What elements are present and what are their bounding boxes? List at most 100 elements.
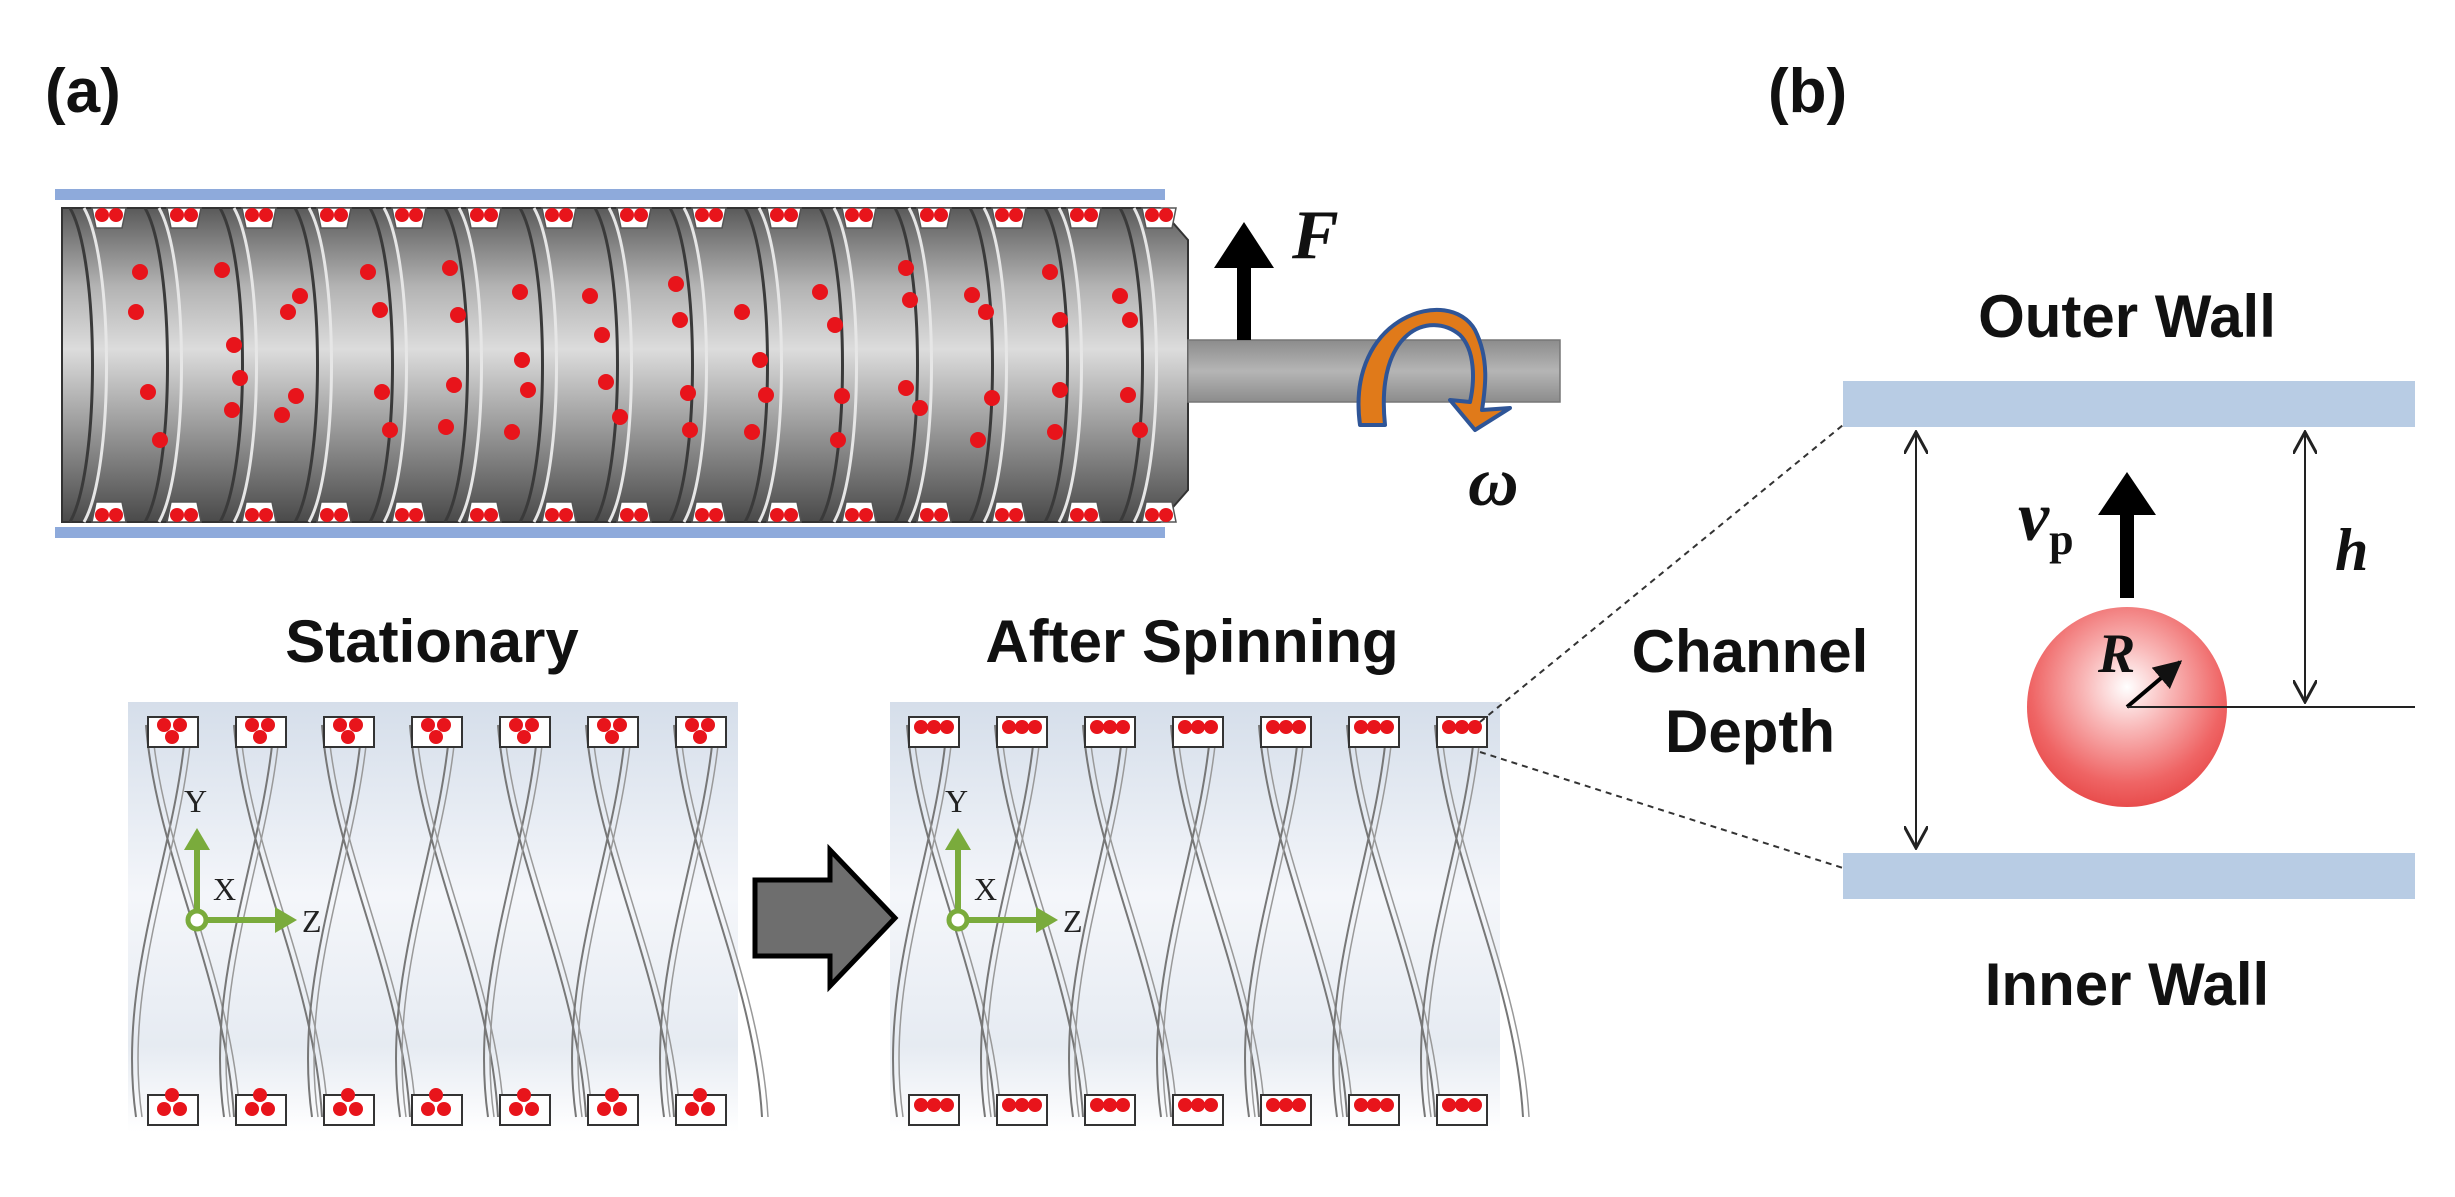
particle-dot <box>784 208 798 222</box>
coil-strand <box>570 724 627 1118</box>
coil-strand <box>497 724 587 1118</box>
coil-strand <box>489 724 545 1118</box>
particle-dot <box>421 718 435 732</box>
particle-dot <box>1380 1098 1394 1112</box>
particle-dot <box>1204 720 1218 734</box>
spiral-cylinder <box>61 207 1189 523</box>
particle-dot <box>978 304 994 320</box>
particle-dot <box>253 730 267 744</box>
thread-line <box>818 207 844 523</box>
particle-dot <box>173 718 187 732</box>
thread-line <box>593 207 619 523</box>
velocity-label: vp <box>2018 479 2074 564</box>
particle-dot <box>709 208 723 222</box>
particle-dot <box>170 208 184 222</box>
axes-spinning: Y X Z <box>945 783 1083 939</box>
panel-b-label: (b) <box>1768 57 1847 126</box>
particle-dot <box>232 370 248 386</box>
zoom-line-bottom <box>1479 751 1844 869</box>
coil-strand <box>665 724 721 1118</box>
particle-dot <box>259 508 273 522</box>
axis-x-label-2: X <box>974 871 997 907</box>
particle-dot <box>274 407 290 423</box>
particle-dot <box>1354 720 1368 734</box>
particle-dot <box>812 284 828 300</box>
particle-dot <box>545 508 559 522</box>
particle-dot <box>470 208 484 222</box>
particle-dot <box>1442 1098 1456 1112</box>
axis-y-label-2: Y <box>945 783 968 819</box>
coil-strand <box>1331 724 1388 1118</box>
coil-strand <box>891 724 948 1118</box>
coil-strand <box>1162 724 1218 1118</box>
particle-dot <box>1292 1098 1306 1112</box>
particle-dot <box>845 508 859 522</box>
particle-dot <box>970 432 986 448</box>
particle-dot <box>1367 1098 1381 1112</box>
particle-dot <box>934 508 948 522</box>
particle-dot <box>695 208 709 222</box>
thread-line <box>1118 207 1144 523</box>
coil-strand <box>503 724 593 1118</box>
axis-y-label: Y <box>184 783 207 819</box>
particle-dot <box>349 718 363 732</box>
particle-dot <box>940 720 954 734</box>
spinning-spring <box>891 716 1530 1126</box>
thread-highlight <box>82 207 108 523</box>
particle-dot <box>1052 312 1068 328</box>
panel-a-label: (a) <box>45 57 121 126</box>
thread-highlight <box>757 207 783 523</box>
particle-dot <box>320 508 334 522</box>
particle-dot <box>920 208 934 222</box>
axes-stationary: Y X Z <box>184 783 322 939</box>
coil-strand <box>1426 724 1482 1118</box>
coil-strand <box>591 724 681 1118</box>
particle-dot <box>1103 1098 1117 1112</box>
axis-z-label: Z <box>302 903 322 939</box>
particle-dot <box>1009 208 1023 222</box>
coil-strand <box>673 724 763 1118</box>
particle-dot <box>1145 508 1159 522</box>
particle-dot <box>442 260 458 276</box>
particle-dot <box>512 284 528 300</box>
particle-dot <box>995 508 1009 522</box>
coil-strand <box>1419 724 1476 1118</box>
particle-dot <box>1084 508 1098 522</box>
particle-dot <box>914 1098 928 1112</box>
particle-dot <box>598 374 614 390</box>
particle-dot <box>1015 1098 1029 1112</box>
particle-dot <box>450 307 466 323</box>
particle-dot <box>374 384 390 400</box>
particle-dot <box>245 1102 259 1116</box>
particle-dot <box>1178 720 1192 734</box>
particle-dot <box>525 718 539 732</box>
particle-dot <box>634 208 648 222</box>
thread-line <box>1043 207 1069 523</box>
channel-depth-label-1: Channel <box>1632 618 1869 685</box>
particle-dot <box>927 1098 941 1112</box>
particle-dot <box>1042 264 1058 280</box>
thread-highlight <box>982 207 1008 523</box>
particle-dot <box>349 1102 363 1116</box>
thread-highlight <box>532 207 558 523</box>
coil-strand <box>321 724 411 1118</box>
particle-dot <box>214 262 230 278</box>
coil-strand <box>1440 724 1530 1118</box>
particle-dot <box>1159 508 1173 522</box>
particle-dot <box>165 1088 179 1102</box>
particle-dot <box>1455 720 1469 734</box>
particle-dot <box>334 508 348 522</box>
particle-dot <box>1070 508 1084 522</box>
block-arrow <box>752 843 899 993</box>
particle-dot <box>259 208 273 222</box>
particle-dot <box>438 419 454 435</box>
particle-dot <box>1204 1098 1218 1112</box>
particle-dot <box>165 730 179 744</box>
stationary-title: Stationary <box>285 608 579 675</box>
particle-dot <box>517 1088 531 1102</box>
zoom-line-top <box>1479 424 1844 723</box>
particle-dot <box>995 208 1009 222</box>
particle-dot <box>484 208 498 222</box>
particle-dot <box>613 718 627 732</box>
particle-dot <box>620 508 634 522</box>
